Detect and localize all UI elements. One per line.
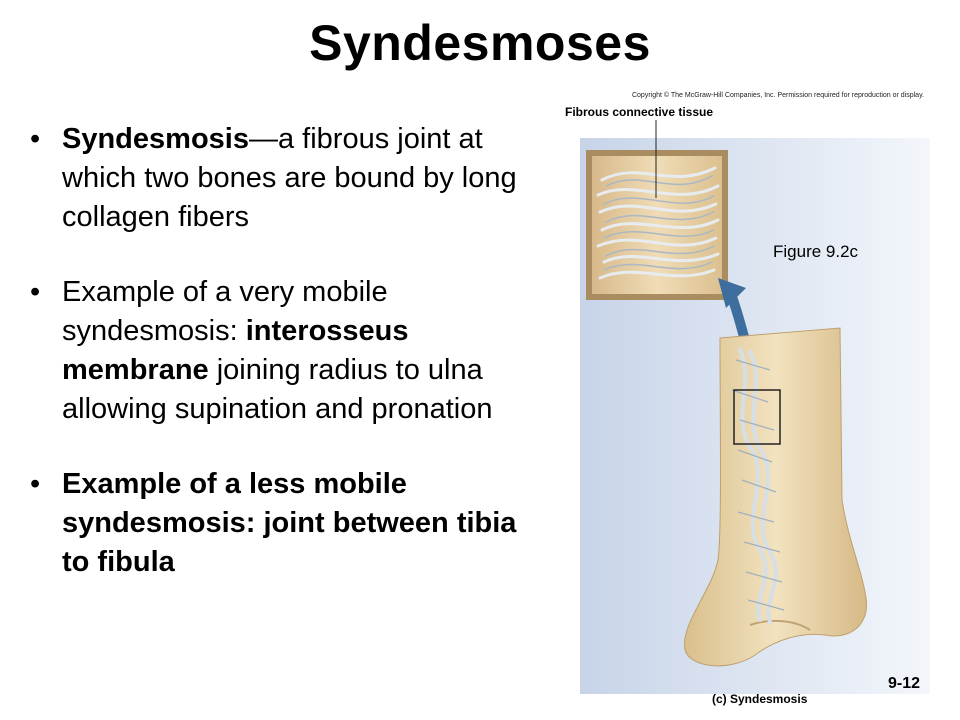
bullet-item-less-mobile-example: Example of a less mobile syndesmosis: jo…	[30, 465, 535, 582]
slide-number: 9-12	[888, 675, 921, 692]
bullet-text: Example of a very mobile syndesmosis:	[62, 276, 388, 347]
figure-caption: (c) Syndesmosis	[712, 692, 808, 706]
fibrous-tissue-label: Fibrous connective tissue	[565, 105, 714, 119]
bullet-text: joining radius to ulna allowing supinati…	[62, 354, 493, 425]
bold-term: interosseus membrane	[62, 315, 409, 386]
slide-title: Syndesmoses	[309, 15, 651, 71]
syndesmosis-illustration	[580, 120, 930, 694]
bullet-list: Syndesmosis—a fibrous joint at which two…	[30, 120, 535, 582]
bone-illustration	[684, 327, 867, 667]
copyright-notice: Copyright © The McGraw-Hill Companies, I…	[631, 92, 924, 99]
bullet-item-syndesmosis-definition: Syndesmosis—a fibrous joint at which two…	[30, 120, 535, 237]
magnified-inset	[586, 120, 728, 300]
bold-term: Syndesmosis	[62, 123, 249, 155]
bold-text: Example of a less mobile syndesmosis: jo…	[62, 468, 517, 578]
syndesmosis-figure	[580, 120, 930, 694]
selection-box	[733, 389, 781, 445]
bullet-text: —a fibrous joint at which two bones are …	[62, 123, 517, 233]
bullet-item-mobile-example: Example of a very mobile syndesmosis: in…	[30, 273, 535, 429]
figure-reference: Figure 9.2c	[773, 242, 859, 261]
